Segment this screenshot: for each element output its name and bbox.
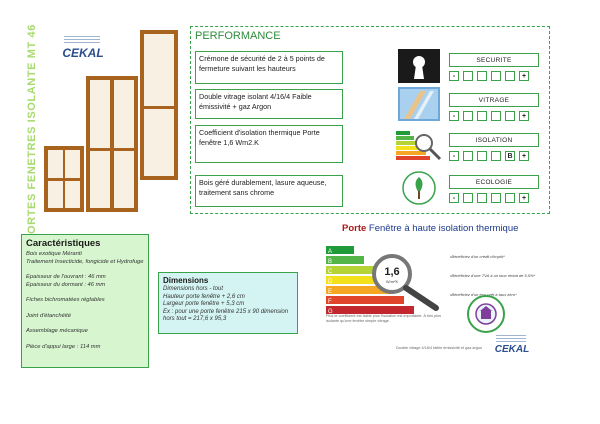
rating-cell-minus: - <box>449 111 459 121</box>
door-medium <box>86 76 138 212</box>
door-illustrations <box>44 30 178 212</box>
char-line: Fiches bichromatées réglables <box>26 297 105 303</box>
energy-letter-d: D <box>328 279 333 285</box>
rating-cell <box>491 193 501 203</box>
rating-cell <box>477 193 487 203</box>
rating-cell-plus: + <box>519 193 529 203</box>
rating-label: ECOLOGIE <box>449 175 539 189</box>
rating-label: SECURITE <box>449 53 539 67</box>
rating-cell <box>463 71 473 81</box>
energy-value: 1,6 <box>384 266 399 278</box>
rating-cell-selected: B <box>505 151 515 161</box>
rating-cell <box>491 151 501 161</box>
char-line: Epaisseur de l'ouvrant : 46 mm <box>26 274 106 280</box>
rating-cell-plus: + <box>519 151 529 161</box>
performance-title: PERFORMANCE <box>195 30 281 42</box>
rating-label: VITRAGE <box>449 93 539 107</box>
energy-unit: W/m²K <box>386 279 399 284</box>
char-line: Assemblage mécanique <box>26 328 88 334</box>
cekal-logo-small: CEKAL <box>490 335 534 355</box>
grenelle-seal-icon <box>467 295 505 333</box>
energy-scale-graphic: A B C D E F G 1,6 W/m²K <box>326 246 439 315</box>
dimensions-title: Dimensions <box>163 276 209 285</box>
rating-cell-minus: - <box>449 71 459 81</box>
rating-cell <box>463 193 473 203</box>
rating-cell <box>477 111 487 121</box>
dimensions-panel: Dimensions Dimensions hors - tout Hauteu… <box>158 272 298 334</box>
rating-insulation: ISOLATION - B + <box>449 133 539 161</box>
promo-fine-print: Plus le coefficient est faible plus l'is… <box>326 314 442 323</box>
rating-cell <box>491 71 501 81</box>
char-line: Epaisseur du dormant : 46 mm <box>26 281 106 288</box>
energy-letter-g: G <box>328 309 333 315</box>
energy-letter-b: B <box>328 259 332 265</box>
side-title: PORTES FENETRES ISOLANTE MT 46 <box>22 24 42 242</box>
characteristics-panel: Caractéristiques Bois exotique Méranti T… <box>21 234 149 368</box>
magnifier-handle <box>403 285 439 311</box>
dim-line: Dimensions hors - tout <box>163 286 224 292</box>
energy-letter-a: A <box>328 249 332 255</box>
rating-cell-minus: - <box>449 151 459 161</box>
rating-cell <box>505 111 515 121</box>
door-small <box>44 146 84 212</box>
keyhole-icon <box>398 49 440 83</box>
cekal-word: CEKAL <box>494 344 530 355</box>
side-title-text: PORTES FENETRES ISOLANTE MT 46 <box>26 23 38 242</box>
rating-cell <box>477 71 487 81</box>
dim-line: Hauteur porte fenêtre + 2,6 cm <box>163 293 245 300</box>
window-glazing-icon <box>398 87 440 121</box>
desc-ecology: Bois géré durablement, lasure aqueuse, t… <box>195 175 343 207</box>
rating-cell <box>491 111 501 121</box>
desc-glazing: Double vitrage isolant 4/16/4 Faible émi… <box>195 89 343 119</box>
rating-cell-plus: + <box>519 71 529 81</box>
rating-cell-minus: - <box>449 193 459 203</box>
rating-cell <box>463 151 473 161</box>
rating-security: SECURITE - + <box>449 53 539 81</box>
promo-bullet: •Bénéficiez d'un crédit d'impôt* <box>450 254 505 259</box>
cekal-logo: CEKAL <box>56 34 110 60</box>
promo-flyer: A B C D E F G 1,6 W/m²K •Bénéficiez d'un… <box>322 238 542 358</box>
char-line: Pièce d'appui large : 114 mm <box>26 343 101 350</box>
promo-bullets: •Bénéficiez d'un crédit d'impôt* •Bénéfi… <box>450 254 542 311</box>
energy-letter-e: E <box>328 289 332 295</box>
rating-cell-plus: + <box>519 111 529 121</box>
cekal-lines <box>64 34 100 43</box>
performance-panel: PERFORMANCE Crémone de sécurité de 2 à 5… <box>190 26 550 214</box>
promo-caption: Double vitrage 4/16/4 faible émissivité … <box>396 346 483 350</box>
cekal-word: CEKAL <box>62 46 104 60</box>
dim-line: Largeur porte fenêtre + 5,3 cm <box>163 301 245 308</box>
promo-bullet: •Bénéficiez d'une TVA à un taux réduit d… <box>450 273 536 278</box>
characteristics-title: Caractéristiques <box>26 238 101 249</box>
eco-label-icon <box>402 171 436 205</box>
rating-cell <box>505 71 515 81</box>
cekal-lines <box>496 335 526 342</box>
door-tall <box>140 30 178 180</box>
promo-title: Porte Fenêtre à haute isolation thermiqu… <box>342 223 518 234</box>
desc-security: Crémone de sécurité de 2 à 5 points de f… <box>195 51 343 84</box>
char-line: Joint d'étanchéité <box>26 312 71 319</box>
magnifier-lens <box>372 254 412 294</box>
energy-letter-c: C <box>328 269 333 275</box>
rating-label: ISOLATION <box>449 133 539 147</box>
energy-label-icon <box>396 131 442 161</box>
char-line: Bois exotique Méranti <box>26 251 82 257</box>
rating-ecology: ECOLOGIE - + <box>449 175 539 203</box>
dim-line: Ex : pour une porte fenêtre 215 x 90 dim… <box>163 308 289 323</box>
promo-bullet: •Bénéficiez d'un éco-prêt à taux zéro* <box>450 292 517 297</box>
promo-title-bold: Porte <box>342 223 367 234</box>
rating-cell <box>463 111 473 121</box>
energy-letter-f: F <box>328 299 332 305</box>
promo-title-rest: Fenêtre à haute isolation thermique <box>366 223 519 234</box>
rating-glazing: VITRAGE - + <box>449 93 539 121</box>
desc-insulation: Coefficient d'isolation thermique Porte … <box>195 125 343 163</box>
char-line: Traitement Insecticide, fongicide et Hyd… <box>26 258 144 265</box>
rating-cell <box>505 193 515 203</box>
rating-cell <box>477 151 487 161</box>
